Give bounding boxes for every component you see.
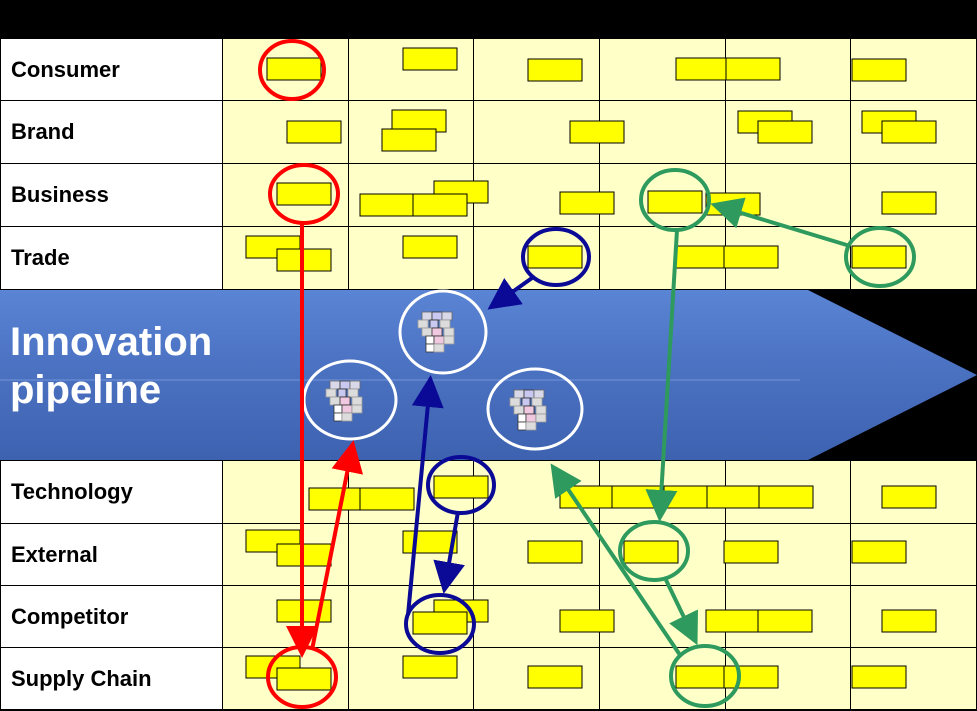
sticky-note — [675, 665, 731, 689]
sticky-note — [723, 665, 779, 689]
pipeline-title-line1: Innovation — [10, 320, 213, 364]
sticky-note — [675, 245, 731, 269]
sticky-note — [675, 57, 731, 81]
sticky-note — [402, 47, 458, 71]
blue-arrow — [406, 375, 444, 616]
sticky-note — [276, 182, 332, 206]
sticky-note — [706, 485, 762, 509]
idea-cluster-1 — [398, 289, 488, 375]
blue-connections — [404, 227, 591, 655]
sticky-notes-top — [245, 47, 937, 272]
sticky-note — [881, 191, 937, 215]
green-highlight-circle — [669, 644, 741, 708]
row-label-technology: Technology — [0, 460, 223, 524]
sticky-note — [851, 665, 907, 689]
sticky-note — [433, 475, 489, 499]
sticky-note — [723, 245, 779, 269]
bottom-insight-grid: Technology External Competitor Supply Ch… — [0, 460, 977, 710]
sticky-note — [569, 120, 625, 144]
sticky-note — [402, 655, 458, 679]
row-label-supply-chain: Supply Chain — [0, 647, 223, 710]
sticky-note — [402, 530, 458, 554]
idea-cluster-3 — [486, 367, 584, 451]
sticky-note — [559, 609, 615, 633]
sticky-note — [527, 58, 583, 82]
sticky-note — [402, 235, 458, 259]
sticky-note — [757, 120, 813, 144]
blue-arrow — [487, 276, 534, 310]
sticky-note — [412, 611, 468, 635]
sticky-notes-bottom — [245, 475, 937, 691]
sticky-note — [527, 540, 583, 564]
sticky-note — [705, 609, 761, 633]
pipeline-title: Innovation pipeline — [10, 318, 212, 414]
sticky-note — [757, 609, 813, 633]
pipeline-arrow — [0, 290, 977, 460]
green-highlight-circle — [844, 226, 916, 288]
sticky-note — [851, 540, 907, 564]
row-label-business: Business — [0, 163, 223, 227]
green-arrow — [645, 229, 679, 522]
row-label-brand: Brand — [0, 100, 223, 164]
sticky-note — [725, 57, 781, 81]
green-highlight-circle — [618, 520, 690, 582]
green-arrow — [710, 197, 851, 248]
sticky-note — [381, 128, 437, 152]
blue-highlight-circle — [521, 227, 591, 287]
sticky-note — [623, 540, 679, 564]
pipeline-title-line2: pipeline — [10, 368, 162, 412]
green-connections — [550, 168, 916, 708]
sticky-note — [266, 57, 322, 81]
sticky-note — [359, 487, 415, 511]
sticky-note — [851, 245, 907, 269]
sticky-note — [881, 609, 937, 633]
sticky-note — [851, 58, 907, 82]
row-label-competitor: Competitor — [0, 585, 223, 648]
sticky-note — [276, 667, 332, 691]
sticky-note — [308, 487, 364, 511]
sticky-note — [412, 193, 468, 217]
green-arrow — [664, 579, 698, 646]
blue-highlight-circle — [426, 455, 496, 515]
green-arrow — [550, 463, 682, 657]
sticky-note — [611, 485, 667, 509]
grid-row-brand: Brand — [0, 100, 977, 164]
sticky-note — [758, 485, 814, 509]
blue-highlight-circle — [404, 593, 476, 655]
sticky-note — [723, 540, 779, 564]
sticky-note — [359, 193, 415, 217]
sticky-note — [559, 191, 615, 215]
sticky-note — [881, 120, 937, 144]
red-highlight-circle — [258, 39, 326, 101]
blue-arrow — [433, 511, 465, 594]
row-label-trade: Trade — [0, 226, 223, 290]
row-label-external: External — [0, 523, 223, 586]
sticky-note — [647, 190, 703, 214]
red-arrow — [310, 440, 364, 651]
row-label-consumer: Consumer — [0, 38, 223, 101]
sticky-note — [881, 485, 937, 509]
sticky-note — [527, 245, 583, 269]
sticky-note — [527, 665, 583, 689]
sticky-note — [286, 120, 342, 144]
red-connections — [258, 39, 364, 709]
